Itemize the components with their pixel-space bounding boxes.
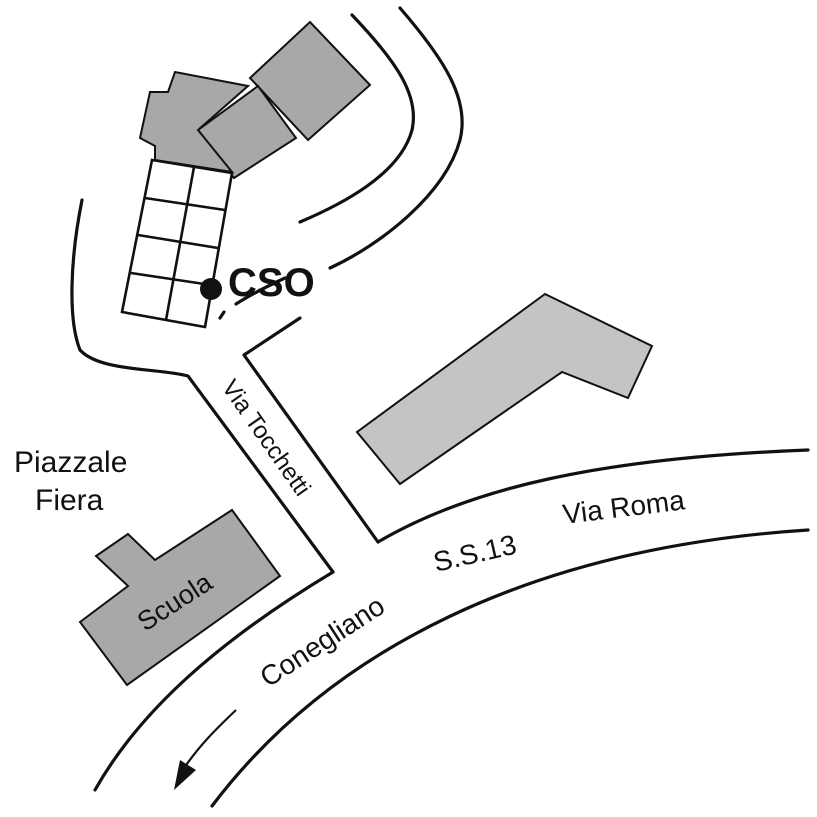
main-road-lower-edge	[93, 570, 335, 792]
label-via-roma: Via Roma	[561, 484, 687, 530]
location-marker-icon	[200, 278, 222, 300]
main-road-south-edge	[210, 528, 810, 808]
building-top-left	[138, 70, 251, 174]
main-road-upper-edge	[376, 448, 810, 544]
cso-building	[120, 158, 234, 329]
road-west-edge	[70, 198, 335, 574]
roads	[70, 6, 810, 808]
via-tocchetti-east-edge	[242, 316, 380, 544]
road-tocchetti-east	[218, 310, 226, 320]
label-fiera: Fiera	[35, 484, 104, 517]
label-piazzale: Piazzale	[14, 446, 127, 479]
road-cso-edge	[234, 276, 287, 306]
road-north-inner	[298, 13, 415, 224]
buildings	[78, 20, 654, 687]
road-north-outer	[328, 6, 464, 270]
curved-arrow-left-icon	[174, 709, 237, 790]
label-ss13: S.S.13	[430, 529, 519, 578]
building-scuola	[78, 508, 282, 687]
building-top-right-a	[248, 20, 372, 142]
label-conegliano: Conegliano	[254, 590, 390, 693]
building-long-right	[355, 292, 654, 486]
label-cso: CSO	[228, 261, 315, 305]
